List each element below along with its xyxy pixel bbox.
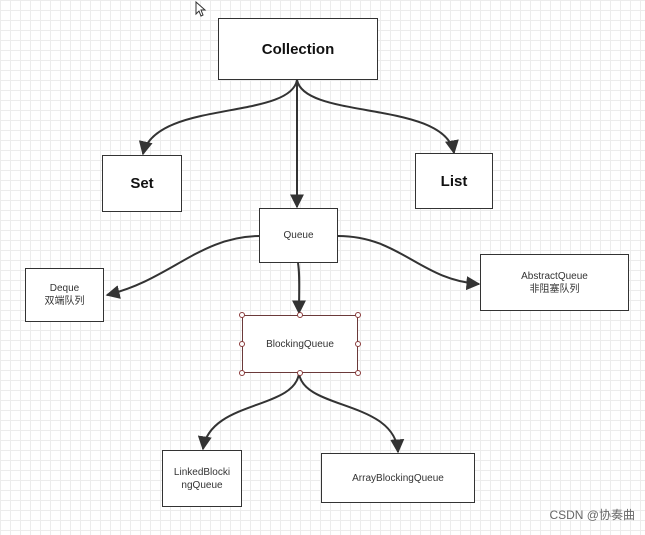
node-array-blocking-queue[interactable]: ArrayBlockingQueue	[321, 453, 475, 503]
edge-collection-set	[138, 79, 298, 156]
node-deque-label: Deque	[49, 283, 80, 294]
node-deque-sublabel: 双端队列	[44, 296, 85, 307]
node-queue[interactable]: Queue	[259, 208, 338, 263]
node-collection[interactable]: Collection	[218, 18, 378, 80]
resize-handle-w[interactable]	[239, 341, 245, 347]
mouse-cursor-icon	[195, 1, 207, 17]
node-linked-blocking-queue[interactable]: LinkedBlocki ngQueue	[162, 450, 242, 507]
node-linked-blocking-sublabel: ngQueue	[181, 479, 223, 491]
node-array-blocking-label: ArrayBlockingQueue	[352, 472, 444, 484]
node-blocking-queue-label: BlockingQueue	[266, 338, 334, 350]
node-linked-blocking-label: LinkedBlocki	[173, 466, 231, 478]
node-list-label: List	[440, 172, 468, 190]
resize-handle-e[interactable]	[355, 341, 361, 347]
resize-handle-nw[interactable]	[239, 312, 245, 318]
edge-queue-abstractqueue	[337, 235, 481, 291]
node-collection-label: Collection	[261, 40, 335, 58]
edge-queue-blockingqueue	[292, 262, 307, 315]
edge-collection-list	[296, 79, 459, 155]
node-blocking-queue[interactable]: BlockingQueue	[242, 315, 358, 373]
node-abstract-queue-sublabel: 非阻塞队列	[529, 283, 580, 295]
edge-queue-deque	[105, 235, 261, 299]
watermark: CSDN @协奏曲	[549, 508, 635, 522]
resize-handle-se[interactable]	[355, 370, 361, 376]
node-deque[interactable]: Deque 双端队列	[25, 268, 104, 322]
node-queue-label: Queue	[283, 230, 314, 241]
resize-handle-ne[interactable]	[355, 312, 361, 318]
edge-blocking-array	[298, 372, 405, 454]
node-set[interactable]: Set	[102, 155, 182, 212]
node-abstract-queue[interactable]: AbstractQueue 非阻塞队列	[480, 254, 629, 311]
resize-handle-n[interactable]	[297, 312, 303, 318]
node-list[interactable]: List	[415, 153, 493, 209]
resize-handle-sw[interactable]	[239, 370, 245, 376]
node-set-label: Set	[130, 175, 154, 192]
resize-handle-s[interactable]	[297, 370, 303, 376]
edge-blocking-linked	[197, 372, 300, 451]
node-abstract-queue-label: AbstractQueue	[521, 270, 588, 282]
